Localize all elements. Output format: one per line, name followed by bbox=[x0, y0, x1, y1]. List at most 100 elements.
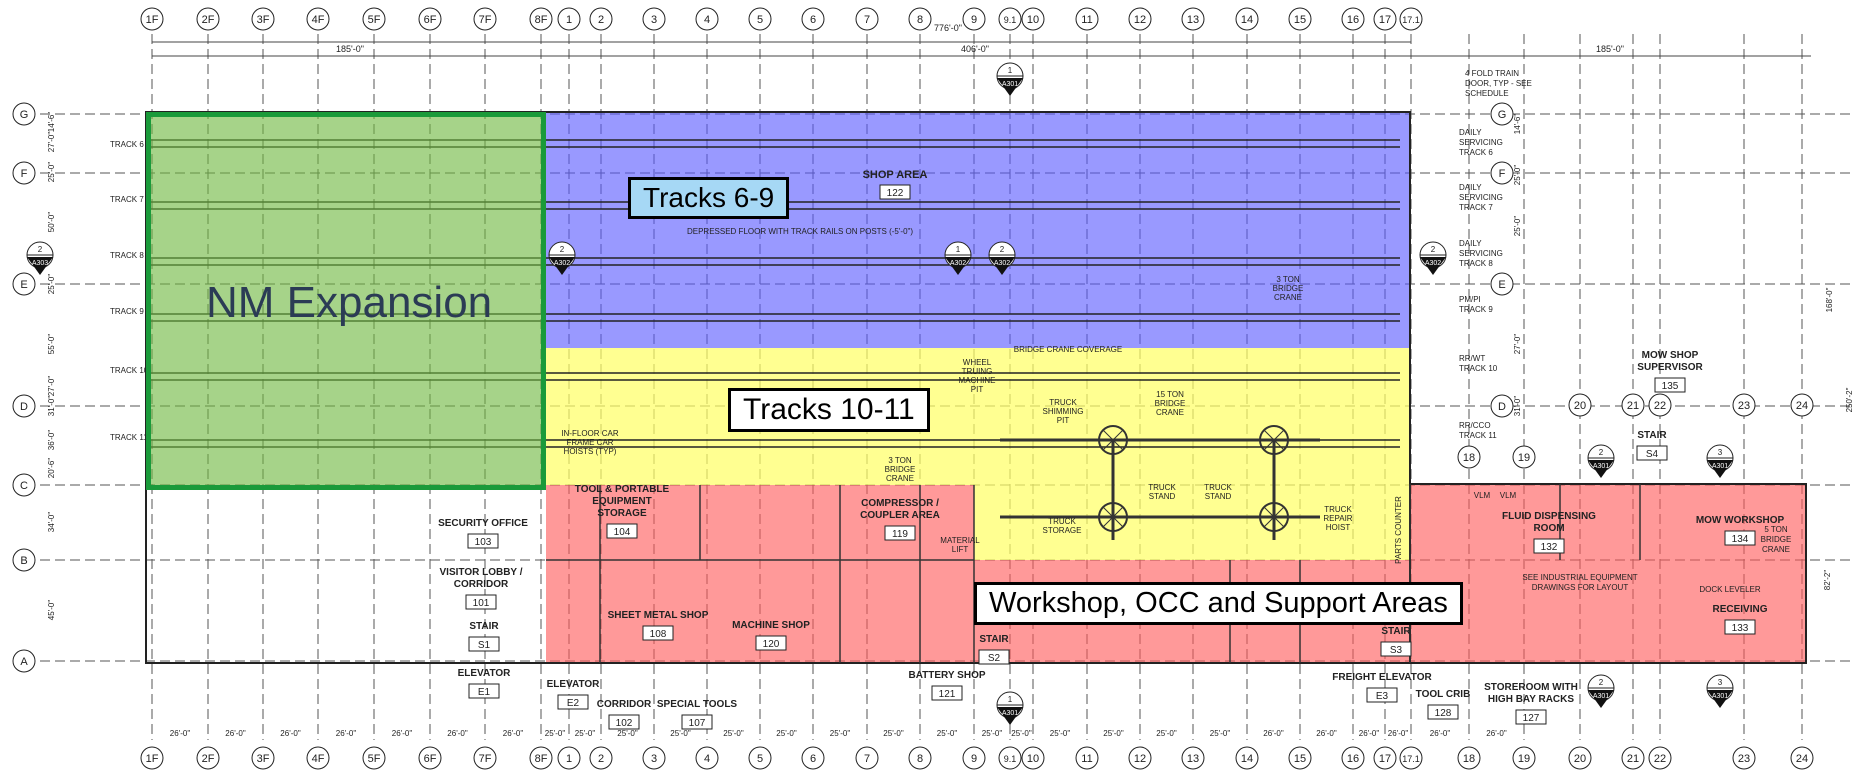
grid-bubble bbox=[1490, 394, 1514, 418]
room-name: MACHINE SHOP bbox=[732, 620, 810, 631]
grid-bubble bbox=[1399, 7, 1423, 31]
room-number: 119 bbox=[892, 529, 908, 540]
section-marker-sheet: A301 bbox=[1712, 463, 1728, 470]
east-dim: 168'-0" bbox=[1825, 287, 1834, 312]
grid-bubble bbox=[1490, 161, 1514, 185]
east-dim: 14'-6" bbox=[1513, 114, 1522, 135]
grid-bubble bbox=[1568, 393, 1592, 417]
grid-bubble bbox=[140, 7, 164, 31]
truck-shimming-note: PIT bbox=[1057, 416, 1070, 425]
east-dim: 27'-0" bbox=[1513, 334, 1522, 355]
grid-bubble-label: 19 bbox=[1518, 452, 1530, 464]
grid-bubble-label: 3 bbox=[651, 753, 657, 765]
dock-leveler-note: DOCK LEVELER bbox=[1699, 585, 1761, 594]
room-number: 135 bbox=[1662, 381, 1679, 392]
grid-bubble-label: 15 bbox=[1294, 753, 1306, 765]
room-number-box bbox=[606, 523, 638, 539]
section-marker-arrow bbox=[549, 257, 575, 275]
depressed-floor-note: DEPRESSED FLOOR WITH TRACK RAILS ON POST… bbox=[687, 227, 913, 236]
east-dim: 31'-0" bbox=[1513, 396, 1522, 417]
material-lift-note: MATERIAL bbox=[940, 536, 980, 545]
row-dim: 45'-0" bbox=[47, 600, 56, 621]
section-marker-num: 3 bbox=[1718, 678, 1723, 687]
room-number-box bbox=[755, 635, 787, 651]
grid-bubble-label: B bbox=[20, 555, 27, 567]
grid-bubble-label: 17.1 bbox=[1402, 15, 1420, 25]
room-name: COUPLER AREA bbox=[860, 510, 940, 521]
section-marker-arrow bbox=[945, 257, 971, 275]
grid-bubble bbox=[1075, 7, 1099, 31]
bay-dim: 26'-0" bbox=[1430, 729, 1451, 738]
grid-bubble-label: 1 bbox=[566, 14, 572, 26]
row-dim: 25'-0" bbox=[47, 162, 56, 183]
row-dim: 14'-6" bbox=[47, 112, 56, 133]
grid-bubble bbox=[1790, 393, 1814, 417]
section-marker-arrow bbox=[1707, 690, 1733, 708]
car-hoist-note: HOISTS (TYP) bbox=[564, 447, 617, 456]
bridge-crane-5-note: BRIDGE bbox=[1761, 535, 1792, 544]
truck-repair-note: TRUCK bbox=[1324, 505, 1352, 514]
grid-bubble-label: 1 bbox=[566, 753, 572, 765]
grid-bubble-label: 23 bbox=[1738, 400, 1750, 412]
room-name: STOREROOM WITH bbox=[1484, 682, 1578, 693]
section-marker-arrow bbox=[27, 257, 53, 275]
row-dim: 25'-0" bbox=[47, 274, 56, 295]
grid-bubble-label: 13 bbox=[1187, 753, 1199, 765]
truck-repair-note: HOIST bbox=[1326, 523, 1351, 532]
bay-dim: 25'-0" bbox=[545, 729, 566, 738]
nm-expansion-zone bbox=[146, 112, 546, 490]
grid-bubble-label: 14 bbox=[1241, 14, 1253, 26]
room-number: 120 bbox=[763, 639, 780, 650]
grid-bubble-label: 6F bbox=[424, 14, 437, 26]
section-marker-arrow bbox=[997, 78, 1023, 96]
grid-bubble-label: 17 bbox=[1379, 753, 1391, 765]
east-track-note: DAILY bbox=[1459, 239, 1482, 248]
east-track-note: SERVICING bbox=[1459, 249, 1503, 258]
truck-stand-note: STAND bbox=[1205, 492, 1232, 501]
room-number-box bbox=[978, 649, 1010, 665]
train-door-note: SCHEDULE bbox=[1465, 89, 1509, 98]
east-track-note: DAILY bbox=[1459, 183, 1482, 192]
section-marker-num: 2 bbox=[1599, 448, 1604, 457]
room-name: TOOL CRIB bbox=[1416, 689, 1471, 700]
grid-bubble-label: 11 bbox=[1081, 753, 1092, 765]
grid-bubble bbox=[306, 7, 330, 31]
grid-bubble bbox=[908, 746, 932, 770]
room-name: ELEVATOR bbox=[458, 668, 512, 679]
east-track-note: RR/WT bbox=[1459, 354, 1485, 363]
room-name: SPECIAL TOOLS bbox=[657, 699, 738, 710]
grid-bubble bbox=[1732, 393, 1756, 417]
grid-bubble-label: F bbox=[21, 168, 28, 180]
section-marker-num: 1 bbox=[1008, 695, 1013, 704]
workshop-callout: Workshop, OCC and Support Areas bbox=[974, 582, 1463, 625]
grid-bubble-label: 15 bbox=[1294, 14, 1306, 26]
grid-bubble-label: 22 bbox=[1654, 753, 1666, 765]
grid-bubble-label: 8F bbox=[535, 14, 548, 26]
room-name: FLUID DISPENSING bbox=[1502, 511, 1596, 522]
grid-bubble-label: 9 bbox=[971, 14, 977, 26]
grid-bubble-label: G bbox=[1498, 109, 1507, 121]
grid-bubble-label: 21 bbox=[1627, 753, 1639, 765]
room-number-box bbox=[642, 625, 674, 641]
grid-bubble bbox=[196, 7, 220, 31]
section-marker-sheet: A302 bbox=[950, 260, 966, 267]
section-marker-num: 3 bbox=[1718, 448, 1723, 457]
room-number-box bbox=[465, 594, 497, 610]
grid-bubble bbox=[418, 746, 442, 770]
grid-bubble bbox=[362, 746, 386, 770]
room-number: S1 bbox=[478, 640, 491, 651]
truck-stand-note: TRUCK bbox=[1148, 483, 1176, 492]
bay-dim: 26'-0" bbox=[392, 729, 413, 738]
grid-bubble-label: 3F bbox=[257, 753, 270, 765]
bridge-crane-note: CRANE bbox=[1274, 293, 1302, 302]
grid-bubble bbox=[998, 746, 1022, 770]
room-name: COMPRESSOR / bbox=[861, 498, 939, 509]
room-number: 121 bbox=[939, 689, 956, 700]
row-dim: 27'-0" bbox=[47, 132, 56, 153]
room-name: RECEIVING bbox=[1712, 604, 1767, 615]
section-marker-sheet: A301 bbox=[1593, 463, 1609, 470]
grid-bubble bbox=[1373, 7, 1397, 31]
grid-bubble-label: 9 bbox=[971, 753, 977, 765]
